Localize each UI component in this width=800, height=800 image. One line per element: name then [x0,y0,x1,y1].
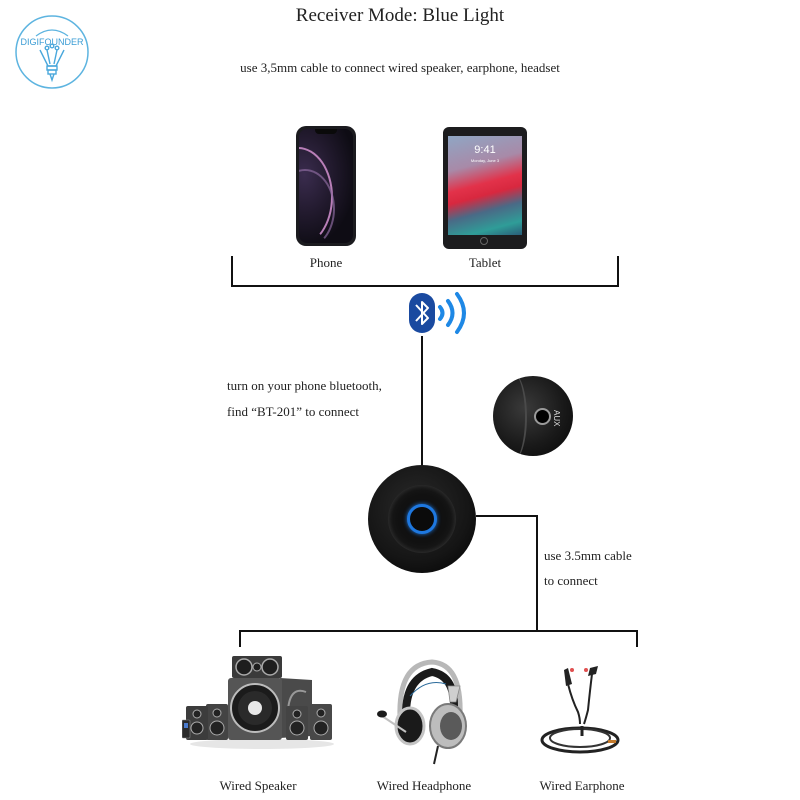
tablet-label: Tablet [468,255,502,270]
bottom-bracket-left [239,630,241,647]
digifounder-logo: DIGIFOUNDER [15,15,89,89]
bottom-bracket-right [636,630,638,647]
bt-receiver-device [368,465,476,573]
earphone-label: Wired Earphone [539,778,625,793]
tablet-time: 9:41 [474,144,496,156]
blue-led-indicator [407,504,437,534]
speaker-system-icon [182,656,334,749]
lightbulb-icon [39,43,65,83]
headphone-label: Wired Headphone [376,778,472,793]
aux-jack-icon [534,408,551,425]
headphone-icon [377,659,467,765]
logo-text: DIGIFOUNDER [21,37,85,47]
aux-label: AUX [552,410,561,427]
speaker-label: Wired Speaker [219,778,297,793]
bluetooth-instruction-line1: turn on your phone bluetooth, [227,378,382,393]
bottom-bracket-top [239,630,638,632]
top-bracket-left [231,256,233,287]
bluetooth-icon [409,293,435,333]
cable-connector-vertical [536,515,538,631]
earphone-icon [540,666,620,754]
signal-waves-icon [438,292,466,334]
page-title: Receiver Mode: Blue Light [295,5,505,26]
cable-connector-horizontal [476,515,538,517]
bluetooth-instruction-line2: find “BT-201” to connect [227,404,360,419]
phone-label: Phone [309,255,343,270]
bluetooth-connector-line [421,336,423,467]
smartphone-icon [296,126,356,246]
cable-instruction-line1: use 3.5mm cable [544,548,632,563]
aux-port-closeup: AUX [493,376,573,456]
cable-instruction-line2: to connect [544,573,598,588]
top-bracket-bottom [231,285,619,287]
tablet-icon: 9:41 Monday, June 3 [443,127,527,249]
page-subtitle: use 3,5mm cable to connect wired speaker… [240,60,560,75]
top-bracket-right [617,256,619,287]
